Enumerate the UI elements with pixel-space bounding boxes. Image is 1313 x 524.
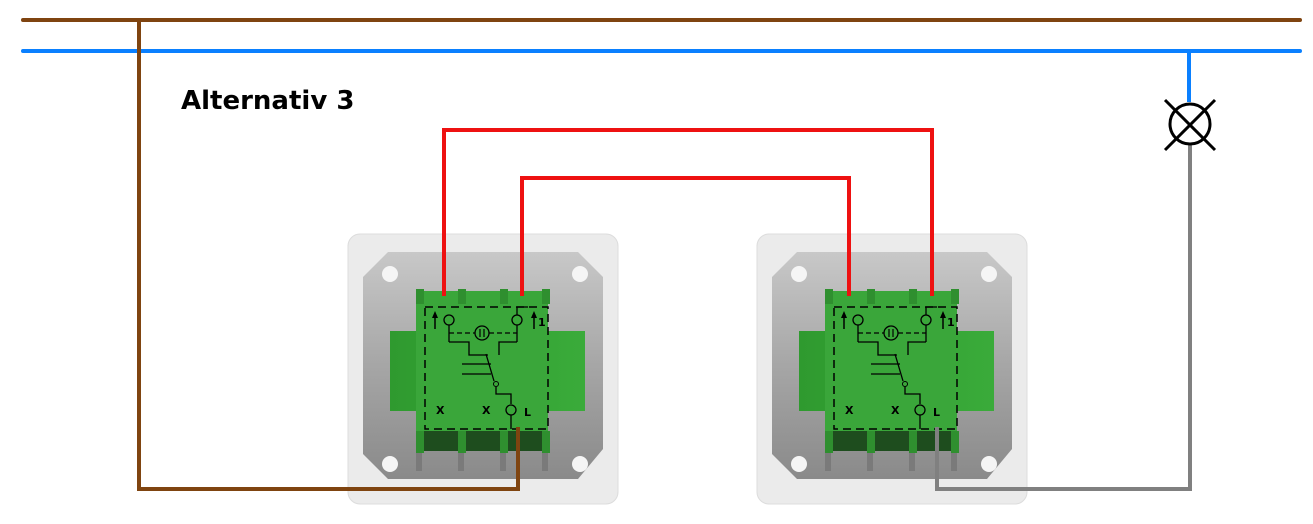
right-switch-label-l: L [933, 406, 940, 419]
traveler-wire-inner [520, 176, 851, 296]
lamp-icon [1163, 98, 1217, 152]
left-switch-label-x2: X [482, 404, 491, 417]
left-switch-label-x1: X [436, 404, 445, 417]
left-switch-label-1: 1 [538, 316, 546, 329]
right-switch-label-x2: X [891, 404, 900, 417]
diagram-title: Alternativ 3 [181, 86, 355, 116]
right-switch: X X L 1 [756, 233, 1028, 505]
right-switch-label-1: 1 [947, 316, 955, 329]
traveler-wire-outer [442, 128, 934, 296]
phase-feed-wire [137, 20, 520, 491]
left-switch-label-l: L [524, 406, 531, 419]
left-switch: X X L 1 [347, 233, 619, 505]
right-switch-label-x1: X [845, 404, 854, 417]
switched-wire [935, 145, 1192, 491]
